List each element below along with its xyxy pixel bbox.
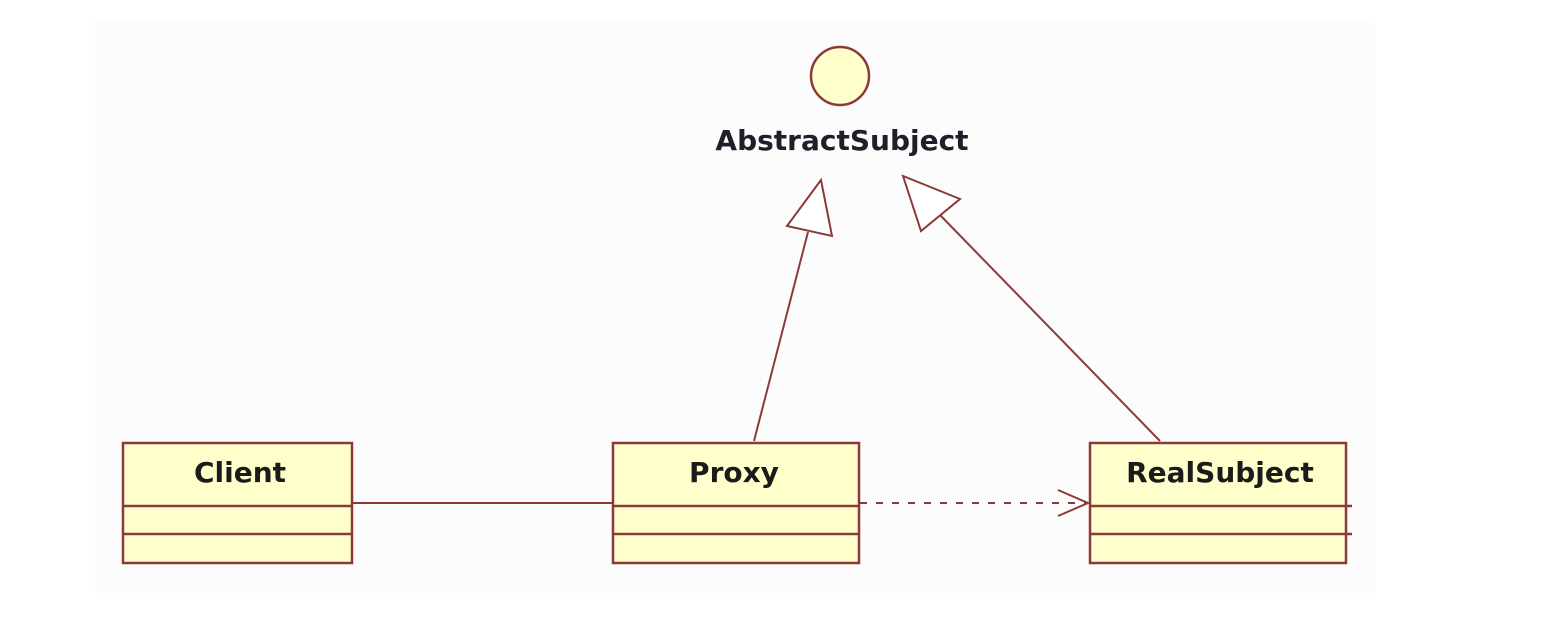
interface-name: AbstractSubject bbox=[715, 124, 968, 157]
hollow-triangle-arrowhead-icon bbox=[785, 177, 834, 238]
realization-line bbox=[753, 231, 809, 442]
class-name: Proxy bbox=[689, 456, 779, 489]
class-box bbox=[611, 441, 861, 565]
class-proxy[interactable]: Proxy bbox=[611, 441, 861, 565]
lollipop-interface-icon bbox=[809, 45, 871, 107]
class-realsubject[interactable]: RealSubject bbox=[1088, 441, 1352, 565]
realization-realsubject-abstractsubject bbox=[901, 174, 1161, 442]
class-name: RealSubject bbox=[1126, 456, 1314, 489]
class-client[interactable]: Client bbox=[121, 441, 354, 565]
class-box bbox=[1088, 441, 1348, 565]
class-box bbox=[121, 441, 354, 565]
realization-proxy-abstractsubject bbox=[753, 177, 834, 442]
class-name: Client bbox=[194, 456, 286, 489]
hollow-triangle-arrowhead-icon bbox=[901, 174, 962, 233]
open-arrowhead-icon bbox=[1057, 489, 1091, 517]
realization-line bbox=[939, 214, 1161, 442]
abstractsubject-interface[interactable]: AbstractSubject bbox=[715, 45, 969, 157]
dependency-proxy-realsubject bbox=[860, 489, 1091, 517]
